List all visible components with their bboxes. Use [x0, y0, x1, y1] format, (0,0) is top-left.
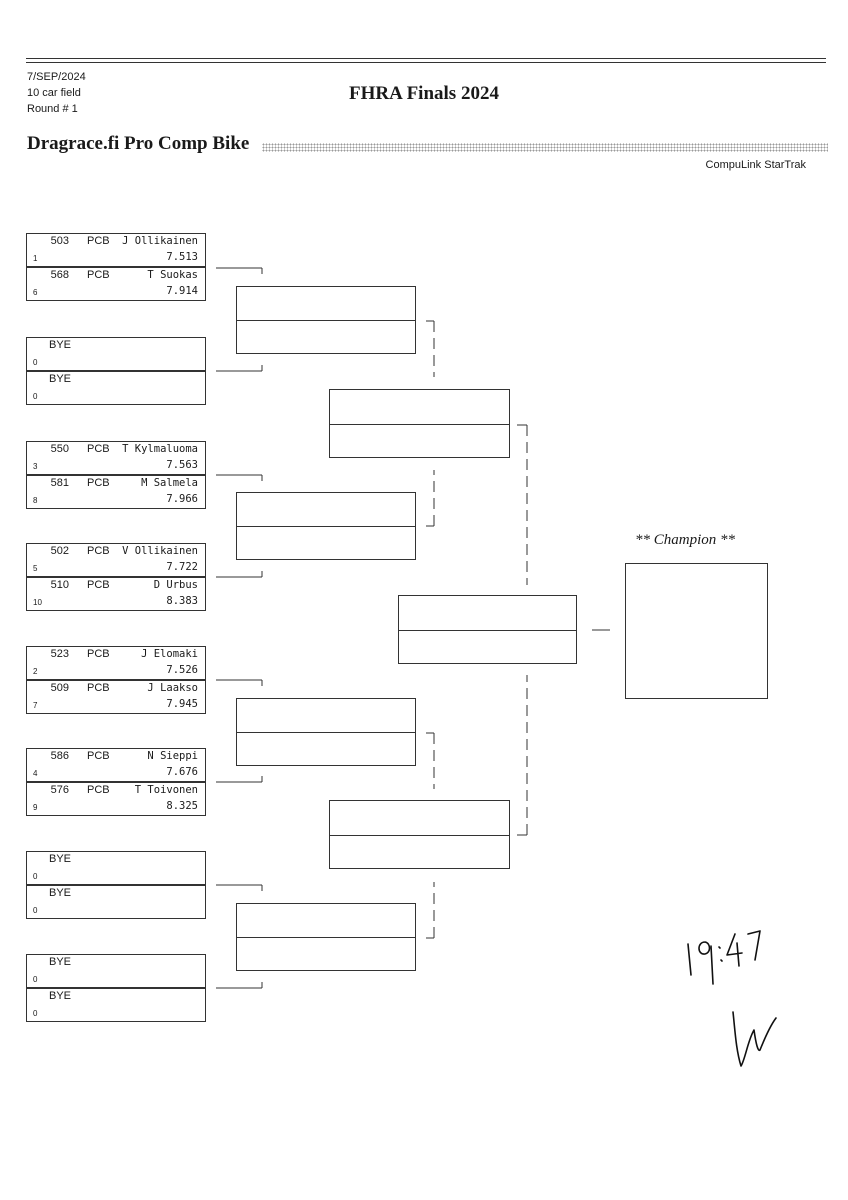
semifinal-match-box — [329, 800, 510, 869]
lane-slot: 523 PCB J Elomaki 7.526 2 — [26, 646, 206, 680]
class-code: PCB — [87, 784, 110, 796]
elapsed-time: 7.914 — [166, 285, 198, 297]
lane-slot: 568 PCB T Suokas 7.914 6 — [26, 267, 206, 301]
round2-match-box — [236, 492, 416, 560]
car-number: 523 — [50, 648, 69, 660]
bye-label: BYE — [49, 887, 72, 899]
champion-label: ** Champion ** — [634, 532, 735, 548]
class-title: Dragrace.fi Pro Comp Bike — [27, 133, 252, 155]
lane-slot: 503 PCB J Ollikainen 7.513 1 — [26, 233, 206, 267]
seed-number: 9 — [33, 803, 38, 812]
seed-number: 1 — [33, 254, 38, 263]
bye-label: BYE — [49, 990, 72, 1002]
elapsed-time: 7.526 — [166, 664, 198, 676]
car-number: 550 — [50, 443, 69, 455]
lane-slot: 581 PCB M Salmela 7.966 8 — [26, 475, 206, 509]
car-number: 510 — [50, 579, 69, 591]
elapsed-time: 7.676 — [166, 766, 198, 778]
elapsed-time: 7.966 — [166, 493, 198, 505]
semifinal-match-box — [329, 389, 510, 458]
elapsed-time: 7.945 — [166, 698, 198, 710]
elapsed-time: 7.722 — [166, 561, 198, 573]
seed-number: 5 — [33, 564, 38, 573]
final-match-box — [398, 595, 577, 664]
lane-slot-bye: BYE 0 — [26, 851, 206, 885]
top-rule-2 — [26, 62, 826, 63]
car-number: 503 — [50, 235, 69, 247]
bye-label: BYE — [49, 956, 72, 968]
event-title: FHRA Finals 2024 — [349, 83, 499, 104]
driver-name: D Urbus — [153, 579, 198, 591]
seed-number: 10 — [33, 598, 42, 607]
bye-label: BYE — [49, 339, 72, 351]
champion-box — [625, 563, 768, 699]
lane-slot: 550 PCB T Kylmaluoma 7.563 3 — [26, 441, 206, 475]
lane-slot-bye: BYE 0 — [26, 988, 206, 1022]
class-code: PCB — [87, 545, 110, 557]
elapsed-time: 8.383 — [166, 595, 198, 607]
driver-name: N Sieppi — [147, 750, 198, 762]
seed-number: 0 — [33, 975, 38, 984]
round2-match-box — [236, 698, 416, 766]
software-label: CompuLink StarTrak — [705, 159, 806, 171]
seed-number: 7 — [33, 701, 38, 710]
top-rule — [26, 58, 826, 59]
lane-slot: 586 PCB N Sieppi 7.676 4 — [26, 748, 206, 782]
seed-number: 0 — [33, 1009, 38, 1018]
seed-number: 2 — [33, 667, 38, 676]
lane-slot-bye: BYE 0 — [26, 371, 206, 405]
class-code: PCB — [87, 648, 110, 660]
dotted-rule — [262, 143, 828, 152]
seed-number: 0 — [33, 392, 38, 401]
class-code: PCB — [87, 235, 110, 247]
class-code: PCB — [87, 477, 110, 489]
class-code: PCB — [87, 443, 110, 455]
bye-label: BYE — [49, 853, 72, 865]
lane-slot: 510 PCB D Urbus 8.383 10 — [26, 577, 206, 611]
driver-name: T Suokas — [147, 269, 198, 281]
lane-slot: 509 PCB J Laakso 7.945 7 — [26, 680, 206, 714]
class-code: PCB — [87, 750, 110, 762]
seed-number: 6 — [33, 288, 38, 297]
race-date: 7/SEP/2024 — [27, 71, 86, 83]
seed-number: 3 — [33, 462, 38, 471]
car-number: 581 — [50, 477, 69, 489]
class-code: PCB — [87, 682, 110, 694]
elapsed-time: 8.325 — [166, 800, 198, 812]
driver-name: T Toivonen — [134, 784, 198, 796]
driver-name: J Elomaki — [141, 648, 198, 660]
round-number: Round # 1 — [27, 103, 78, 115]
driver-name: T Kylmaluoma — [122, 443, 198, 455]
seed-number: 0 — [33, 358, 38, 367]
driver-name: J Laakso — [147, 682, 198, 694]
car-number: 568 — [50, 269, 69, 281]
driver-name: V Ollikainen — [122, 545, 198, 557]
lane-slot: 576 PCB T Toivonen 8.325 9 — [26, 782, 206, 816]
car-number: 576 — [50, 784, 69, 796]
driver-name: M Salmela — [141, 477, 198, 489]
lane-slot-bye: BYE 0 — [26, 954, 206, 988]
seed-number: 8 — [33, 496, 38, 505]
field-size: 10 car field — [27, 87, 81, 99]
car-number: 502 — [50, 545, 69, 557]
elapsed-time: 7.563 — [166, 459, 198, 471]
driver-name: J Ollikainen — [122, 235, 198, 247]
round2-match-box — [236, 903, 416, 971]
lane-slot-bye: BYE 0 — [26, 337, 206, 371]
car-number: 509 — [50, 682, 69, 694]
elapsed-time: 7.513 — [166, 251, 198, 263]
lane-slot-bye: BYE 0 — [26, 885, 206, 919]
lane-slot: 502 PCB V Ollikainen 7.722 5 — [26, 543, 206, 577]
car-number: 586 — [50, 750, 69, 762]
seed-number: 0 — [33, 906, 38, 915]
seed-number: 4 — [33, 769, 38, 778]
seed-number: 0 — [33, 872, 38, 881]
bye-label: BYE — [49, 373, 72, 385]
round2-match-box — [236, 286, 416, 354]
class-code: PCB — [87, 579, 110, 591]
class-code: PCB — [87, 269, 110, 281]
